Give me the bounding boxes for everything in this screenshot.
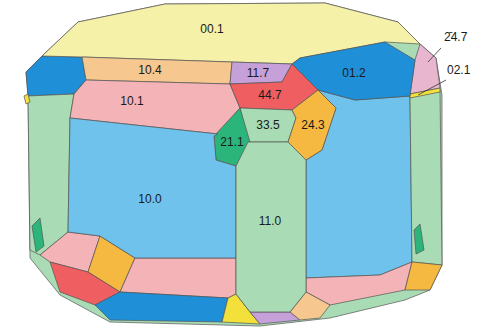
- face-index: 24.3: [301, 119, 324, 132]
- face-index: 00.1: [200, 23, 223, 36]
- face-callout: 02.1: [446, 64, 471, 77]
- crystal-face: 10.4: [82, 57, 232, 84]
- face-polygon: [236, 142, 306, 312]
- crystal-face: [120, 258, 236, 298]
- crystal-face: [414, 224, 424, 254]
- crystal-face: [410, 44, 440, 94]
- crystal-face: [32, 218, 44, 252]
- face-polygon: [82, 57, 232, 84]
- face-index: 10.0: [138, 193, 161, 206]
- face-callout: 2̄4.7: [443, 31, 468, 44]
- leader-line: [428, 48, 441, 62]
- crystal-face: [28, 94, 74, 255]
- crystal-face: [95, 292, 228, 322]
- crystal-face: [410, 90, 442, 265]
- crystal-face: [410, 88, 440, 98]
- face-index: 44.7: [258, 89, 281, 102]
- crystal-face: 11.0: [236, 142, 306, 312]
- crystal-outline: [26, 3, 442, 326]
- face-index: 33.5: [256, 119, 279, 132]
- crystal-face: 10.0: [68, 118, 236, 258]
- face-polygon: [68, 118, 236, 258]
- face-index: 01.2: [342, 67, 365, 80]
- crystal-face: [24, 94, 30, 104]
- face-index: 21.1: [220, 136, 243, 149]
- face-outline: [68, 118, 236, 258]
- face-index: 10.4: [138, 64, 161, 77]
- crystal-face: [405, 262, 442, 290]
- leader-line: [418, 80, 446, 95]
- face-index: 11.7: [247, 67, 269, 80]
- face-index: 10.1: [120, 95, 143, 108]
- face-index: 11.0: [259, 215, 281, 228]
- crystal-face: [306, 262, 412, 305]
